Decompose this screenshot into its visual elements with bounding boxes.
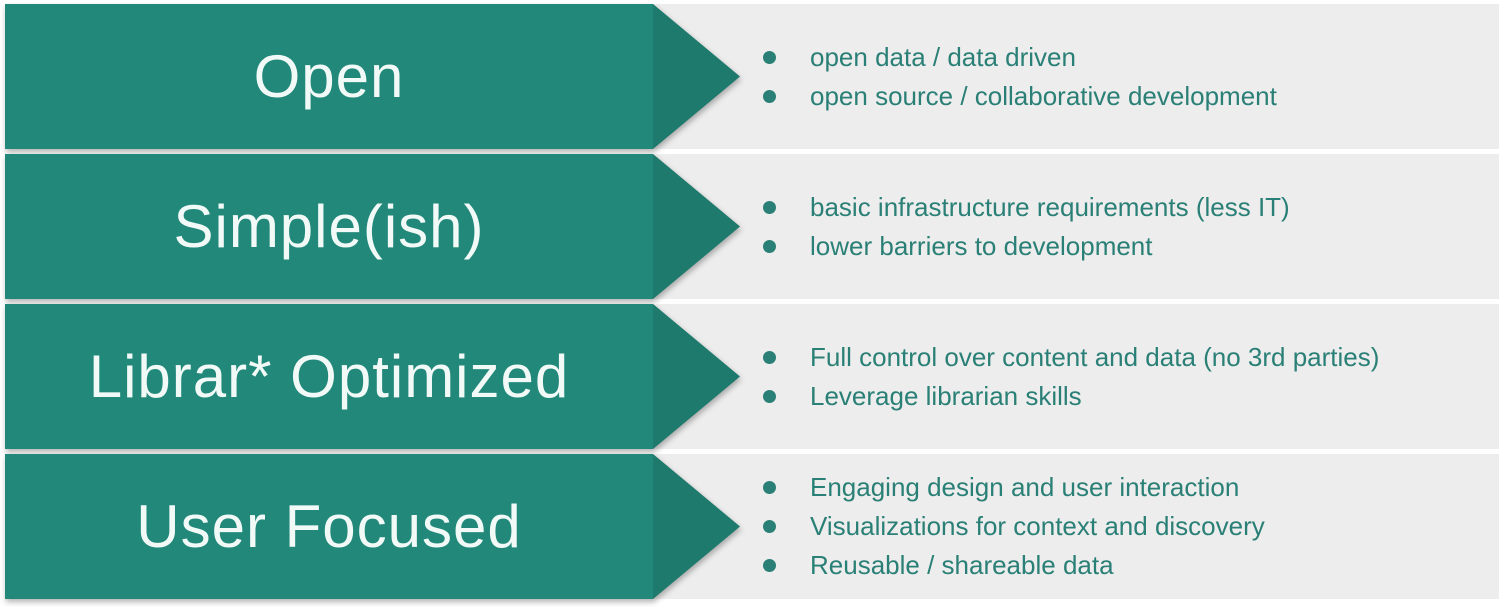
- bullet-item: open data / data driven: [763, 38, 1277, 77]
- bullet-item: open source / collaborative development: [763, 77, 1277, 116]
- bullet-text: lower barriers to development: [810, 230, 1153, 261]
- banner-rect: Simple(ish): [5, 154, 653, 299]
- bullet-list-open: open data / data driven open source / co…: [763, 38, 1277, 116]
- bullet-item: lower barriers to development: [763, 227, 1290, 266]
- bullet-dot-icon: [763, 89, 776, 103]
- arrow-tip-icon: [653, 304, 740, 449]
- bullet-text: Visualizations for context and discovery: [810, 511, 1265, 541]
- bullet-item: Engaging design and user interaction: [763, 468, 1265, 507]
- bullet-text: Leverage librarian skills: [810, 380, 1082, 411]
- banner-label-open: Open: [253, 43, 405, 110]
- banner-simple: Simple(ish): [5, 154, 740, 299]
- row-simple: Simple(ish) basic infrastructure require…: [5, 154, 1499, 299]
- bullet-list-librar-optimized: Full control over content and data (no 3…: [763, 338, 1379, 416]
- bullet-list-simple: basic infrastructure requirements (less …: [763, 188, 1290, 266]
- bullet-dot-icon: [763, 389, 776, 403]
- bullet-item: Reusable / shareable data: [763, 546, 1265, 585]
- bullet-dot-icon: [763, 350, 776, 364]
- bullet-dot-icon: [763, 239, 776, 253]
- banner-rect: Librar* Optimized: [5, 304, 653, 449]
- bullet-dot-icon: [763, 481, 776, 494]
- banner-rect: Open: [5, 4, 653, 149]
- banner-user-focused: User Focused: [5, 454, 740, 599]
- arrow-tip-icon: [653, 4, 740, 149]
- row-open: Open open data / data driven open source…: [5, 4, 1499, 149]
- bullet-item: Leverage librarian skills: [763, 377, 1379, 416]
- row-user-focused: User Focused Engaging design and user in…: [5, 454, 1499, 599]
- arrow-tip-icon: [653, 154, 740, 299]
- banner-label-user-focused: User Focused: [136, 493, 522, 560]
- bullet-dot-icon: [763, 50, 776, 64]
- banner-rect: User Focused: [5, 454, 653, 599]
- bullet-text: basic infrastructure requirements (less …: [810, 191, 1290, 222]
- bullet-item: Full control over content and data (no 3…: [763, 338, 1379, 377]
- bullet-dot-icon: [763, 559, 776, 572]
- bullet-dot-icon: [763, 200, 776, 214]
- banner-label-librar-optimized: Librar* Optimized: [88, 343, 570, 410]
- bullet-item: Visualizations for context and discovery: [763, 507, 1265, 546]
- bullet-item: basic infrastructure requirements (less …: [763, 188, 1290, 227]
- bullet-text: Reusable / shareable data: [810, 550, 1114, 580]
- arrow-tip-icon: [653, 454, 740, 599]
- bullet-text: Engaging design and user interaction: [810, 472, 1240, 502]
- banner-open: Open: [5, 4, 740, 149]
- bullet-text: open source / collaborative development: [810, 80, 1277, 111]
- row-librar-optimized: Librar* Optimized Full control over cont…: [5, 304, 1499, 449]
- bullet-text: open data / data driven: [810, 41, 1076, 72]
- banner-librar-optimized: Librar* Optimized: [5, 304, 740, 449]
- banner-label-simple: Simple(ish): [173, 193, 485, 260]
- bullet-list-user-focused: Engaging design and user interaction Vis…: [763, 468, 1265, 585]
- bullet-text: Full control over content and data (no 3…: [810, 341, 1380, 372]
- bullet-dot-icon: [763, 520, 776, 533]
